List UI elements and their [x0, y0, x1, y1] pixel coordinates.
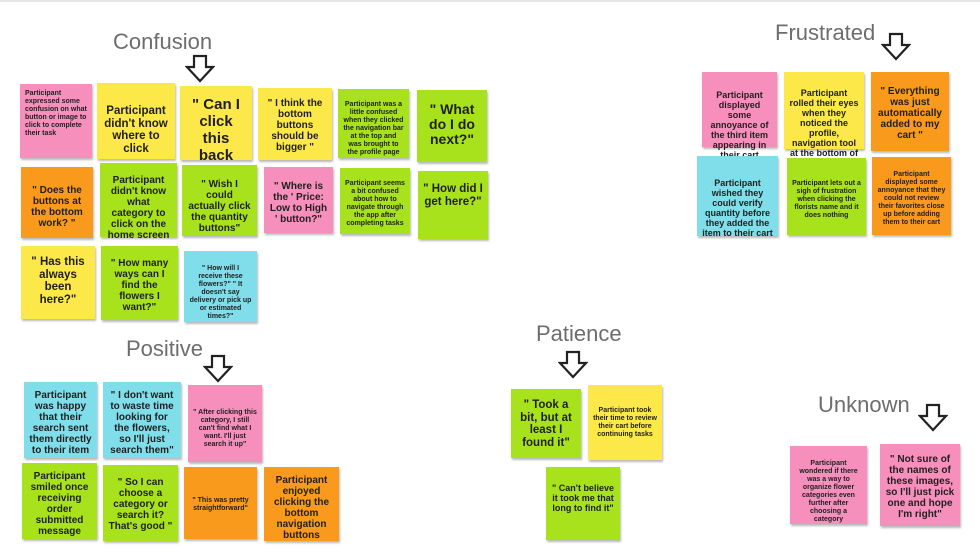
sticky-note[interactable]: Participant smiled once receiving order …	[22, 463, 97, 539]
sticky-note[interactable]: Participant lets out a sigh of frustrati…	[787, 158, 866, 235]
sticky-note[interactable]: Participant enjoyed clicking the bottom …	[264, 467, 339, 541]
sticky-note[interactable]: " Took a bit, but at least I found it"	[511, 389, 581, 458]
sticky-note[interactable]: Participant took their time to review th…	[588, 385, 662, 460]
note-text: " How many ways can I find the flowers I…	[110, 258, 169, 313]
down-arrow-icon	[918, 403, 948, 432]
sticky-note[interactable]: Participant didn't know where to click	[97, 83, 175, 159]
note-text: Participant didn't know what category to…	[107, 175, 170, 241]
sticky-note[interactable]: " How will I receive these flowers?" " I…	[184, 251, 257, 322]
note-text: " Wish I could actually click the quanti…	[188, 179, 251, 234]
group-title-confusion: Confusion	[113, 29, 213, 54]
note-text: " How did I get here?"	[423, 183, 483, 208]
group-title-frustrated: Frustrated	[775, 20, 876, 45]
note-text: " What do I do next?"	[429, 101, 475, 147]
down-arrow-icon	[881, 32, 911, 61]
down-arrow-icon	[203, 354, 233, 383]
note-text: " So I can choose a category or search i…	[108, 477, 173, 532]
sticky-note[interactable]: " How many ways can I find the flowers I…	[101, 246, 178, 320]
down-arrow-icon	[558, 350, 588, 379]
sticky-note[interactable]: " Does the buttons at the bottom work? "	[21, 167, 93, 238]
note-text: Participant enjoyed clicking the bottom …	[273, 475, 329, 541]
note-text: Participant wondered if there was a way …	[799, 460, 858, 523]
note-text: Participant displayed some annoyance tha…	[877, 171, 946, 226]
sticky-note[interactable]: Participant wondered if there was a way …	[790, 446, 867, 524]
sticky-note[interactable]: " Not sure of the names of these images,…	[880, 444, 960, 526]
note-text: Participant smiled once receiving order …	[30, 471, 89, 537]
group-title-positive: Positive	[126, 336, 204, 361]
sticky-note[interactable]: " Has this always been here?"	[21, 246, 95, 319]
sticky-note[interactable]: " What do I do next?"	[417, 90, 487, 162]
sticky-note[interactable]: " Everything was just automatically adde…	[871, 72, 949, 151]
note-text: " Does the buttons at the bottom work? "	[31, 185, 83, 229]
note-text: Participant rolled their eyes when they …	[789, 88, 859, 168]
sticky-note[interactable]: Participant displayed some annoyance tha…	[872, 157, 951, 235]
sticky-note[interactable]: " I think the bottom buttons should be b…	[258, 88, 332, 160]
sticky-note[interactable]: " This was pretty straightforward"	[184, 467, 257, 539]
note-text: Participant didn't know where to click	[104, 105, 168, 155]
note-text: Participant was happy that their search …	[29, 390, 92, 456]
top-divider	[0, 0, 980, 2]
sticky-note[interactable]: Participant expressed some confusion on …	[20, 84, 92, 158]
sticky-note[interactable]: Participant didn't know what category to…	[100, 163, 177, 241]
note-text: " I don't want to waste time looking for…	[110, 390, 174, 456]
note-text: " I think the bottom buttons should be b…	[267, 98, 323, 153]
sticky-note[interactable]: " Can I click this back button?"	[180, 86, 252, 198]
note-text: Participant took their time to review th…	[593, 407, 657, 438]
note-text: " Can't believe it took me that long to …	[552, 483, 614, 513]
note-text: " Everything was just automatically adde…	[878, 86, 942, 141]
sticky-note[interactable]: " Wish I could actually click the quanti…	[182, 165, 257, 236]
note-text: " Has this always been here?"	[31, 256, 85, 306]
note-text: Participant was a little confused when t…	[343, 101, 404, 156]
sticky-note[interactable]: Participant was a little confused when t…	[338, 89, 409, 158]
sticky-note[interactable]: Participant seems a bit confused about h…	[340, 168, 410, 234]
note-text: " This was pretty straightforward"	[192, 497, 249, 512]
note-text: " Took a bit, but at least I found it"	[520, 399, 572, 449]
note-text: Participant lets out a sigh of frustrati…	[792, 180, 861, 219]
group-title-patience: Patience	[536, 321, 622, 346]
note-text: " Not sure of the names of these images,…	[885, 454, 955, 520]
sticky-note[interactable]: " After clicking this category, I still …	[188, 385, 262, 462]
note-text: Participant seems a bit confused about h…	[345, 180, 405, 227]
sticky-note[interactable]: " So I can choose a category or search i…	[103, 465, 178, 541]
down-arrow-icon	[185, 54, 215, 83]
sticky-note[interactable]: " Where is the ' Price: Low to High ' bu…	[264, 167, 333, 233]
note-text: " How will I receive these flowers?" " I…	[189, 265, 252, 320]
sticky-note[interactable]: " How did I get here?"	[418, 171, 488, 239]
sticky-note[interactable]: Participant wished they could verify qua…	[697, 156, 778, 238]
note-text: Participant wished they could verify qua…	[702, 178, 773, 238]
note-text: Participant expressed some confusion on …	[25, 90, 87, 137]
sticky-note[interactable]: Participant was happy that their search …	[24, 382, 97, 458]
sticky-note[interactable]: Participant rolled their eyes when they …	[784, 72, 864, 168]
sticky-note[interactable]: Participant displayed some annoyance of …	[702, 72, 777, 160]
note-text: " Where is the ' Price: Low to High ' bu…	[269, 181, 328, 225]
sticky-note[interactable]: " I don't want to waste time looking for…	[103, 382, 181, 458]
group-title-unknown: Unknown	[818, 392, 910, 417]
sticky-note[interactable]: " Can't believe it took me that long to …	[546, 467, 620, 540]
note-text: " After clicking this category, I still …	[193, 409, 257, 448]
note-text: Participant displayed some annoyance of …	[710, 90, 769, 160]
